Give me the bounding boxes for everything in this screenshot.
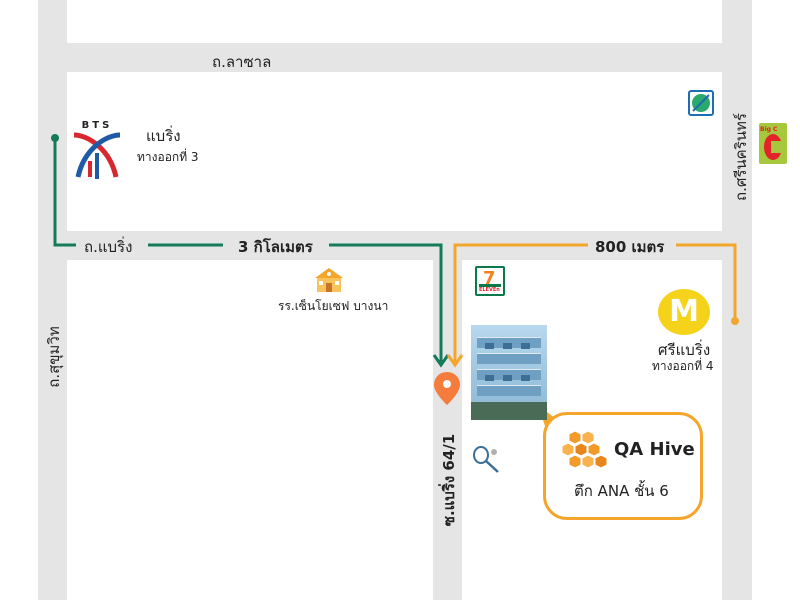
bigc-logo-text: Big C [760,126,778,133]
road-top [38,43,752,72]
road-right [722,0,752,600]
mrt-station-name: ศรีแบริ่ง [658,341,711,359]
location-pin-icon [434,372,460,405]
school-label: รร.เซ็นโยเซฟ บางนา [278,299,389,313]
destination-detail: ตึก ANA ชั้น 6 [574,482,669,500]
seven-eleven-logo-icon: 7 ELEVEn [475,266,505,296]
bts-station-exit: ทางออกที่ 3 [137,150,199,164]
orange-route-arrow [446,354,464,368]
destination-callout: QA Hive ตึก ANA ชั้น 6 [543,412,703,520]
orange-distance-label: 800 เมตร [595,238,665,256]
road-left [38,0,67,600]
bts-station-name: แบริ่ง [146,127,181,145]
green-route-arrow [432,354,450,368]
road-soi [433,231,462,600]
school-icon [313,266,345,294]
green-distance-label: 3 กิโลเมตร [238,238,313,256]
honeycomb-logo-icon [561,429,608,471]
mrt-station-exit: ทางออกที่ 4 [652,359,714,373]
destination-name: QA Hive [614,439,695,460]
green-route-start [51,134,59,142]
road-label-right: ถ.ศรีนครินทร์ [732,113,750,201]
seven-eleven-logo-text: ELEVEn [479,287,500,293]
road-label-top: ถ.ลาซาล [212,53,272,71]
bts-logo-text: BTS [81,120,113,131]
bts-logo-icon: BTS [70,120,124,182]
bigc-logo-icon: Big C [759,123,787,164]
mrt-logo-icon: M [658,289,710,335]
bangchak-logo-icon [688,90,714,116]
building-photo [471,325,547,420]
road-label-middle-left: ถ.แบริ่ง [84,238,133,256]
orange-route-start [731,317,739,325]
badminton-icon [470,444,502,474]
road-label-soi: ซ.แบริ่ง 64/1 [440,433,458,527]
road-label-left: ถ.สุขุมวิท [45,326,63,388]
